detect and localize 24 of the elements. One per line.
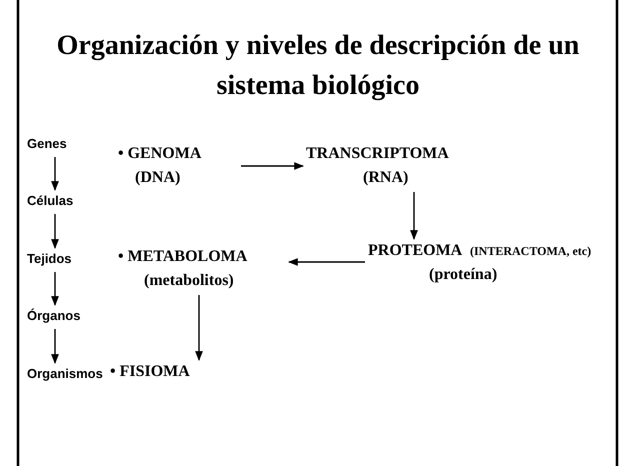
layer-name: • FISIOMA bbox=[110, 363, 190, 381]
layer-note: (INTERACTOMA, etc) bbox=[470, 244, 592, 259]
layer-name: • METABOLOMA bbox=[118, 248, 248, 266]
layer-name: TRANSCRIPTOMA bbox=[306, 145, 449, 163]
layer-name: PROTEOMA bbox=[368, 242, 462, 260]
level-label: Órganos bbox=[27, 308, 80, 323]
level-label: Organismos bbox=[27, 366, 103, 381]
arrow bbox=[410, 192, 418, 240]
layer-note: (RNA) bbox=[363, 169, 408, 187]
arrow bbox=[288, 258, 365, 266]
layer-note: (metabolitos) bbox=[144, 272, 234, 290]
level-label: Células bbox=[27, 193, 74, 208]
level-label: Tejidos bbox=[27, 251, 72, 266]
arrow bbox=[241, 162, 304, 170]
arrow bbox=[51, 214, 59, 249]
layer-note: (proteína) bbox=[429, 266, 498, 284]
arrow bbox=[51, 157, 59, 191]
arrow bbox=[51, 272, 59, 306]
layer-note: (DNA) bbox=[135, 169, 180, 187]
layer-name: • GENOMA bbox=[118, 145, 202, 163]
level-label: Genes bbox=[27, 136, 67, 151]
slide-title: Organización y niveles de descripción de un sistema biológico bbox=[56, 29, 580, 103]
arrow bbox=[51, 329, 59, 364]
arrow bbox=[195, 295, 203, 361]
